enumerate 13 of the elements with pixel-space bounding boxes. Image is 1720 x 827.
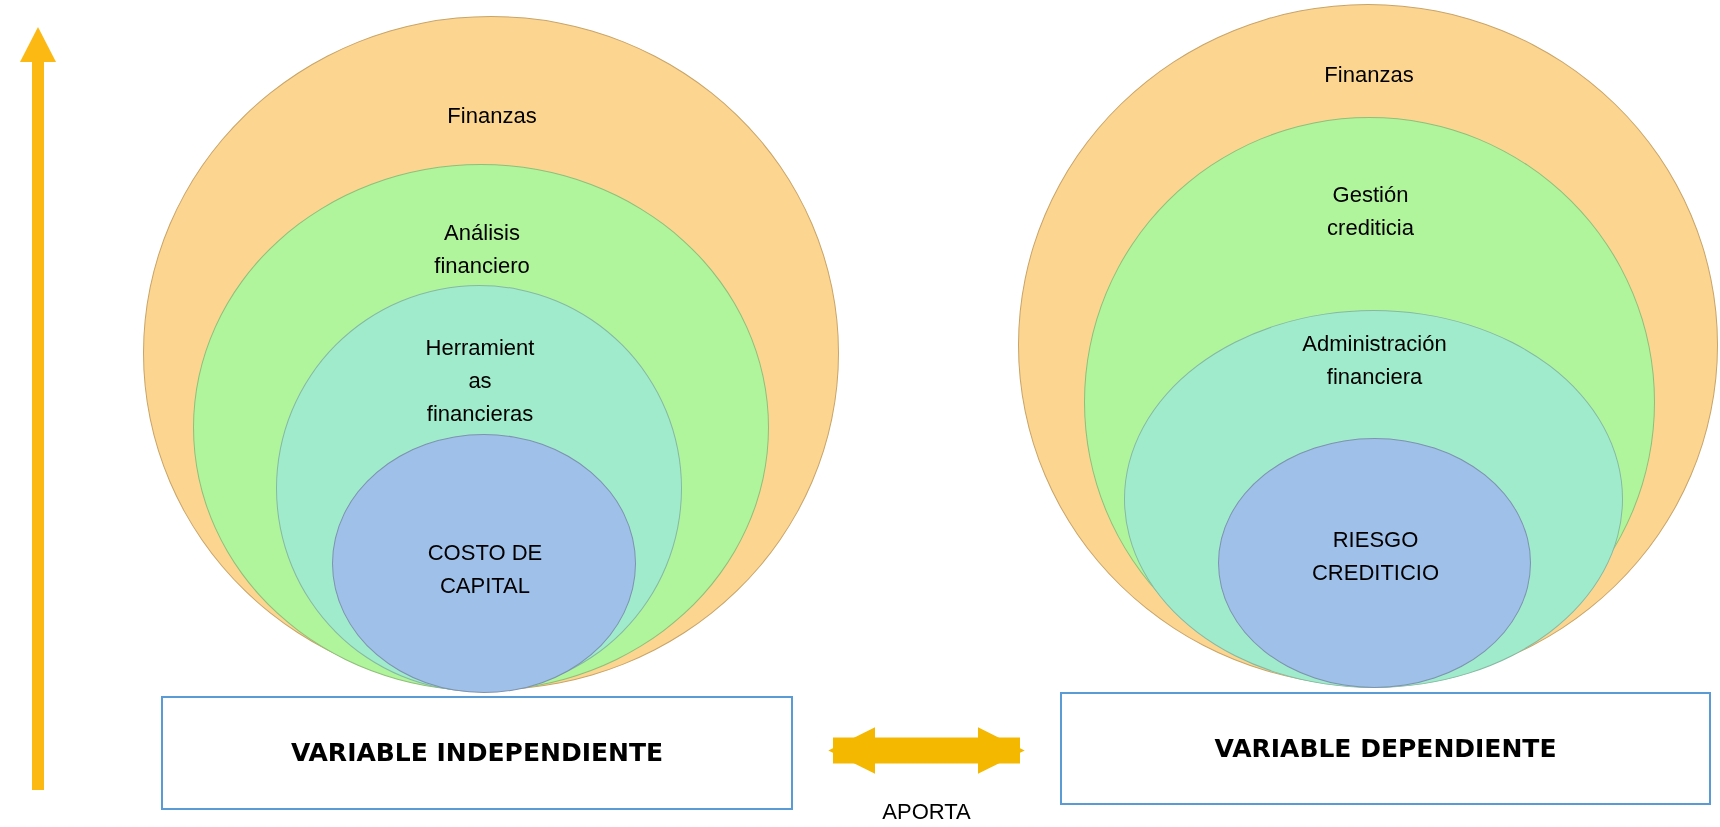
circle-label: Gestión crediticia bbox=[1326, 181, 1415, 242]
circle-label: Finanzas bbox=[446, 102, 538, 130]
circle-label: COSTO DE CAPITAL bbox=[426, 539, 544, 600]
variable-box bbox=[1060, 692, 1711, 805]
circle-label: Administración financiera bbox=[1301, 330, 1448, 391]
box-label: VARIABLE INDEPENDIENTE bbox=[290, 737, 664, 770]
box-label: VARIABLE DEPENDIENTE bbox=[1214, 732, 1557, 765]
circle-label: Análisis financiero bbox=[433, 219, 531, 280]
variable-box bbox=[161, 696, 793, 810]
circle-label: Herramient as financieras bbox=[424, 334, 536, 428]
circle-label: RIESGO CREDITICIO bbox=[1310, 526, 1441, 587]
circle-label: Finanzas bbox=[1323, 61, 1415, 89]
double-arrow bbox=[828, 727, 1025, 774]
